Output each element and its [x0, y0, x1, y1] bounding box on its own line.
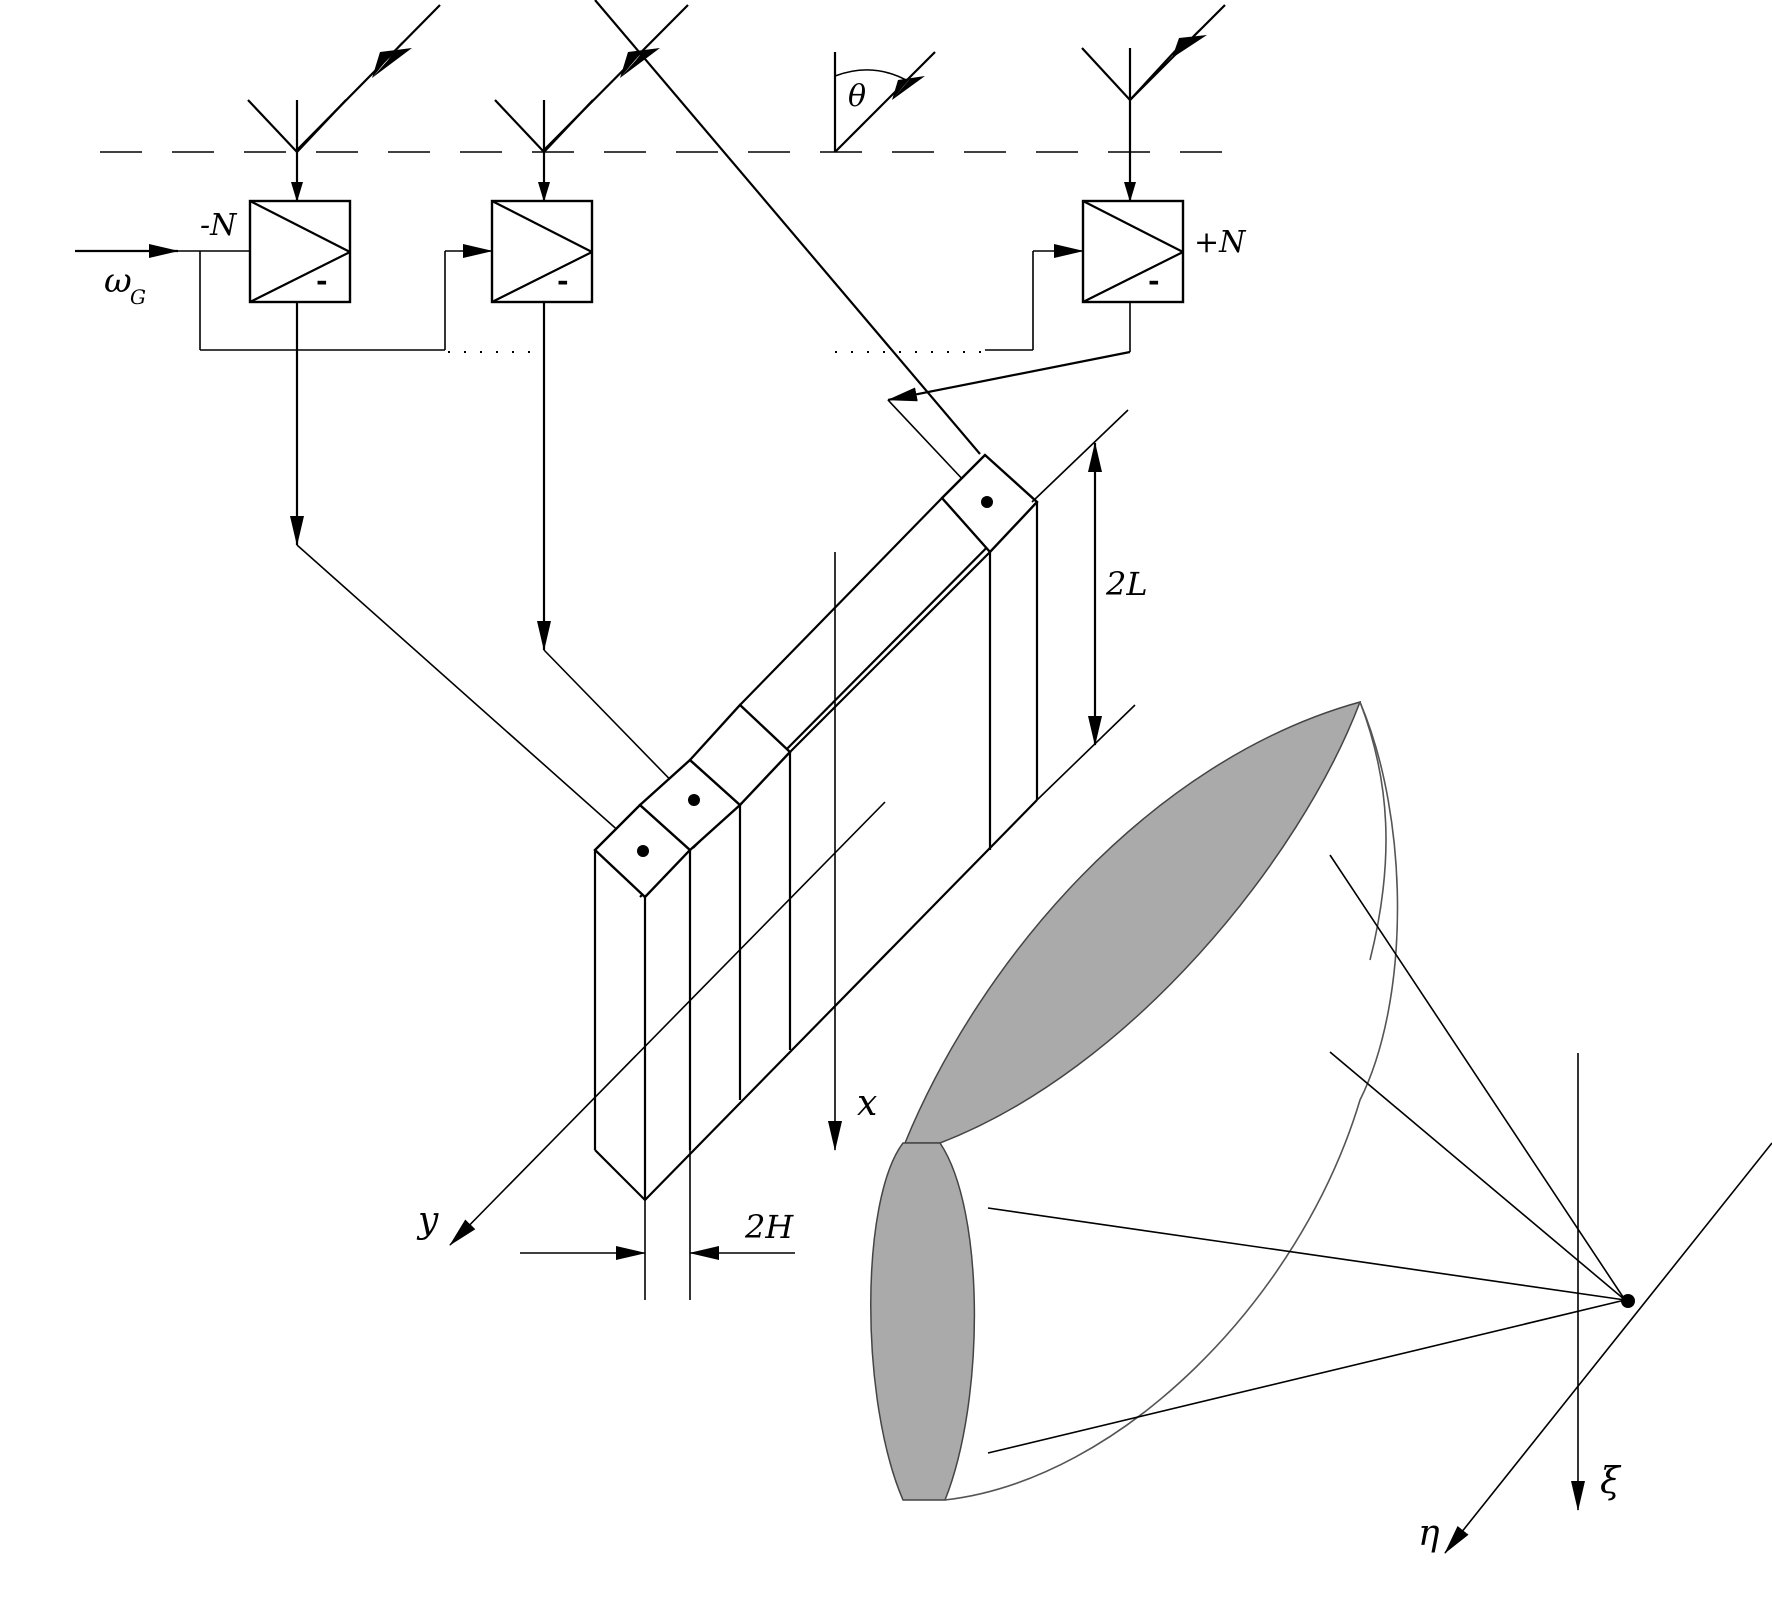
dimension-2l: 2L	[1031, 409, 1148, 801]
angle-theta-indicator: θ	[833, 51, 936, 153]
minus-sign-middle: -	[557, 264, 569, 297]
incident-arrowhead-3	[1172, 28, 1207, 58]
modulator-box-left: -	[248, 199, 352, 304]
large-lens	[903, 700, 1362, 1144]
modulator-box-middle: -	[490, 199, 594, 304]
antenna-right	[1081, 47, 1179, 101]
lens-system	[870, 700, 1399, 1501]
axis-xi-label: ξ	[1600, 1461, 1622, 1502]
lens-outline-arc	[944, 701, 1399, 1501]
antenna-left	[247, 99, 347, 153]
output-line-left	[290, 302, 641, 851]
electrode-dot-2	[688, 794, 700, 806]
modulator-box-right: -	[1081, 199, 1185, 304]
axis-y: y	[416, 801, 886, 1246]
dimension-2h: 2H	[520, 1150, 795, 1300]
axis-y-label: y	[416, 1200, 439, 1241]
acousto-optic-array	[593, 0, 1039, 1201]
two-h-label: 2H	[744, 1208, 794, 1246]
minus-sign-left: -	[316, 264, 328, 297]
axis-xi: ξ	[1571, 1053, 1622, 1511]
reference-bus	[178, 244, 1084, 353]
ray-bundle	[987, 854, 1635, 1454]
axis-eta-label: η	[1418, 1513, 1440, 1554]
antenna-middle	[494, 99, 594, 153]
axis-eta: η	[1418, 1142, 1772, 1554]
small-lens	[870, 1142, 976, 1501]
incident-arrowhead-2	[620, 40, 660, 78]
incident-arrowhead-1	[372, 40, 412, 78]
two-l-label: 2L	[1105, 565, 1148, 603]
output-line-right	[887, 302, 1131, 501]
minus-sign-right: -	[1148, 264, 1160, 297]
plus-n-label: +N	[1194, 225, 1247, 260]
axis-x: x	[828, 552, 877, 1151]
theta-label: θ	[848, 79, 866, 114]
electrode-dot-1	[637, 845, 649, 857]
electrode-dot-last	[981, 496, 993, 508]
omega-label: ω	[104, 261, 132, 301]
minus-n-label: -N	[200, 208, 238, 243]
omega-g-input: ω G	[75, 244, 179, 309]
focus-point	[1621, 1294, 1635, 1308]
axis-x-label: x	[857, 1083, 877, 1124]
omega-subscript: G	[130, 285, 146, 309]
output-line-middle	[537, 302, 691, 801]
